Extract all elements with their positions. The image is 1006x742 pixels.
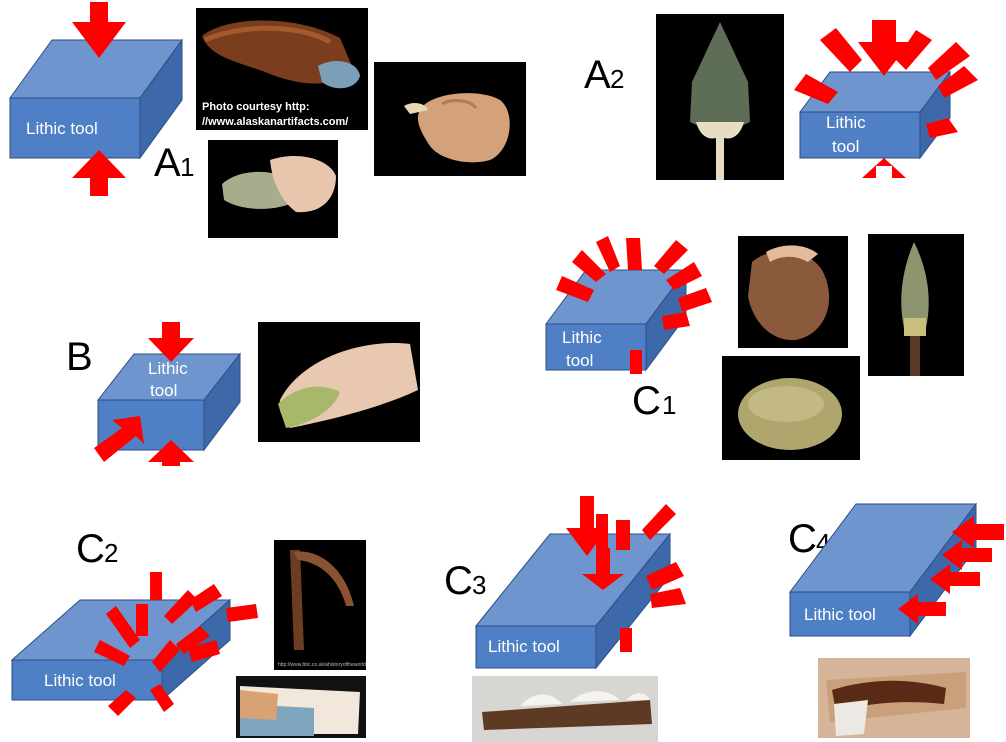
arrow-c1-5	[654, 240, 688, 274]
hand-holding-scraper-photo	[208, 140, 338, 238]
panel-label-a1: A	[154, 141, 181, 185]
arrow-c3-8	[620, 628, 632, 652]
box-label-c4: Lithic tool	[804, 605, 876, 624]
panel-a1: Lithic tool A 1 Photo courtesy http: //w…	[10, 2, 526, 238]
tiny-photo-credit: http://www.bbc.co.uk/ahistoryoftheworld	[278, 662, 366, 668]
microlith-haft-photo	[472, 676, 658, 742]
arrow-c1-9	[630, 350, 642, 374]
panel-label-c1: C	[632, 379, 661, 423]
box-label-a2-line1: Lithic	[826, 113, 866, 132]
panel-c1: Lithic tool C 1	[546, 234, 964, 460]
box-label-c2: Lithic tool	[44, 671, 116, 690]
panel-sub-a1: 1	[180, 152, 194, 182]
box-label-b-line2: tool	[150, 381, 177, 400]
knife-with-handle-photo: Photo courtesy http: //www.alaskanartifa…	[196, 8, 368, 130]
panel-label-c2: C	[76, 527, 105, 571]
arrow-c3-3	[616, 520, 630, 550]
panel-sub-c1: 1	[662, 390, 676, 420]
arrow-a2-7	[862, 158, 906, 178]
panel-c4: C 4 Lithic tool	[788, 504, 1004, 738]
panel-label-c4: C	[788, 517, 817, 561]
photo-credit-line-2: //www.alaskanartifacts.com/	[202, 116, 348, 128]
arrow-c2-7	[226, 604, 258, 622]
arrow-c1-2	[626, 238, 642, 270]
bound-spearpoint-photo	[868, 234, 964, 376]
panel-sub-c2: 2	[104, 538, 118, 568]
panel-sub-c3: 3	[472, 570, 486, 600]
arrow-c3-2	[596, 514, 608, 548]
box-label-a2-line2: tool	[832, 137, 859, 156]
panel-sub-a2: 2	[610, 64, 624, 94]
hand-axe-photo	[738, 236, 848, 348]
box-label-c3: Lithic tool	[488, 637, 560, 656]
panel-label-c3: C	[444, 559, 473, 603]
panel-label-a2: A	[584, 53, 611, 97]
arrow-a2-1	[820, 28, 862, 72]
fibre-bundle-photo	[722, 356, 860, 460]
arrow-c2-1	[150, 572, 162, 600]
photo-credit-line-1: Photo courtesy http:	[202, 101, 310, 113]
lithic-tool-box-c3: Lithic tool	[476, 534, 670, 668]
box-label-a1: Lithic tool	[26, 119, 98, 138]
panel-b: B Lithic tool	[66, 322, 420, 466]
box-label-c1-line1: Lithic	[562, 328, 602, 347]
panel-c2: C 2 Lithic tool http://www.bbc.co	[12, 527, 366, 738]
box-label-b-line1: Lithic	[148, 359, 188, 378]
panel-c3: C 3 Lithic tool	[444, 496, 686, 742]
arrow-c1-1	[596, 236, 620, 272]
panel-a2: A 2 Lithic tool	[584, 14, 978, 180]
hand-holding-flake-photo	[258, 322, 420, 442]
arrow-c2-2	[136, 604, 148, 636]
box-label-c1-line2: tool	[566, 351, 593, 370]
fingers-holding-flake-photo	[374, 62, 526, 176]
sickle-photo: http://www.bbc.co.uk/ahistoryoftheworld	[274, 540, 366, 670]
panel-label-b: B	[66, 335, 93, 379]
hafted-point-photo	[656, 14, 784, 180]
hafted-blade-photo	[236, 676, 366, 738]
resin-haft-photo	[818, 658, 970, 738]
arrow-big-a2	[858, 20, 910, 76]
